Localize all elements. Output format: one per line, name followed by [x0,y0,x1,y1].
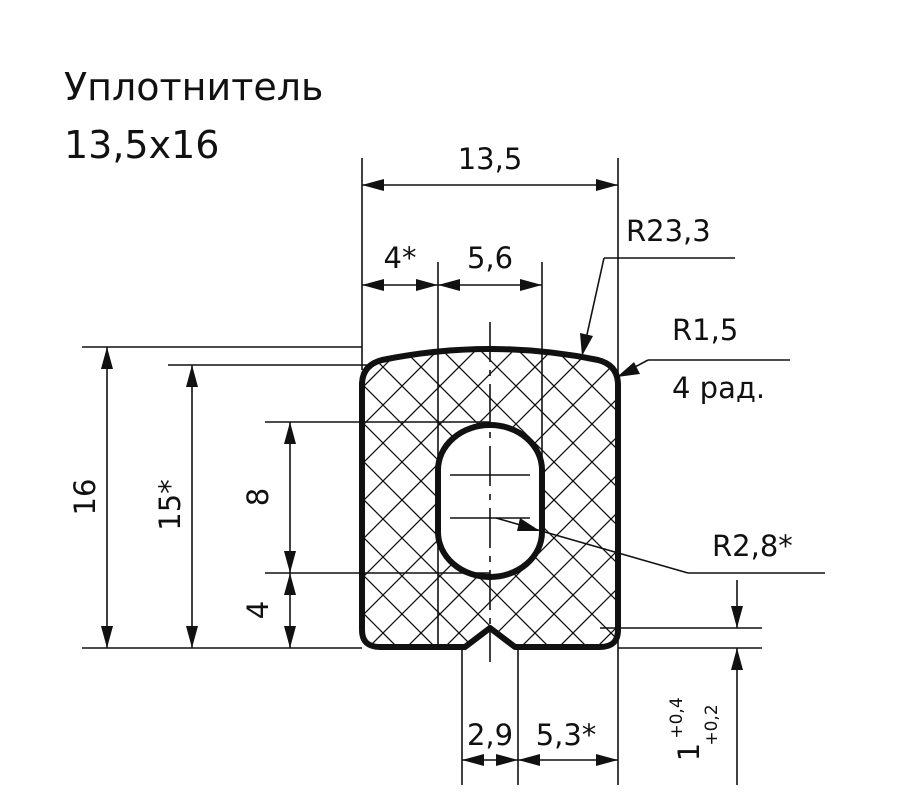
hatch-line [0,330,78,670]
dimension-notch-position: 2,9 [461,648,519,785]
drawing-title: Уплотнитель [64,65,323,109]
hatch-line [459,349,618,647]
cavity-radius-label: R2,8* [712,529,793,563]
top-radius-label: R23,3 [626,214,711,248]
hatch-line [878,330,900,670]
hatch-line [840,330,900,670]
hatch-line [535,349,618,647]
hatch-line [362,349,497,647]
hatch-line [497,349,618,647]
notch-position-label: 2,9 [467,718,513,752]
hatch-line [764,330,900,670]
hatch-line [362,349,573,647]
hatch-line [535,349,618,647]
drawing-subtitle: 13,5x16 [64,123,219,167]
hatch-line [0,330,40,670]
corner-count-label: 4 рад. [672,371,765,405]
hatch-line [362,349,459,647]
dimension-cavity-height: 8 [241,421,490,574]
hatch-line [362,349,459,647]
cavity-width-label: 5,6 [467,241,513,275]
hatch-line [0,330,78,670]
hatch-line [0,330,40,670]
dimension-left-offset: 4* [362,241,439,650]
dimension-cavity-width: 5,6 [438,241,543,470]
cavity-offset-label: 4 [241,601,275,619]
left-offset-label: 4* [384,241,417,275]
hatch-line [362,349,497,647]
hatch-line [383,349,618,647]
notch-depth-tolerance-upper: +0,4 [667,697,687,738]
dimension-notch-depth: 1 +0,4 +0,2 [600,580,762,785]
hatch-line [459,349,618,647]
notch-depth-tolerance-lower: +0,2 [702,704,722,745]
hatch-line [0,330,268,670]
hatch-line [840,330,900,670]
dimension-width-total: 13,5 [361,142,619,785]
dimension-height-total: 16 [68,346,362,649]
cavity-height-label: 8 [241,488,275,506]
hatch-line [421,349,618,647]
leader-corner-radius: R1,5 4 рад. [617,313,790,405]
width-total-label: 13,5 [458,142,523,176]
dimension-height-side: 15* [153,364,375,648]
notch-to-right-label: 5,3* [536,718,597,752]
hatch-line [802,330,900,670]
corner-radius-label: R1,5 [672,313,738,347]
hatch-line [764,330,900,670]
height-total-label: 16 [68,479,102,516]
dimension-cavity-offset: 4 [241,573,296,648]
hatch-line [878,330,900,670]
leader-top-radius: R23,3 [580,214,735,356]
hatch-line [802,330,900,670]
profile-outline [359,346,621,650]
notch-depth-label: 1 [672,743,706,761]
hatch-line [497,349,618,647]
dimension-notch-to-right: 5,3* [518,718,618,766]
leader-cavity-radius: R2,8* [495,517,825,574]
height-side-label: 15* [153,479,187,530]
hatch-line [0,330,268,670]
